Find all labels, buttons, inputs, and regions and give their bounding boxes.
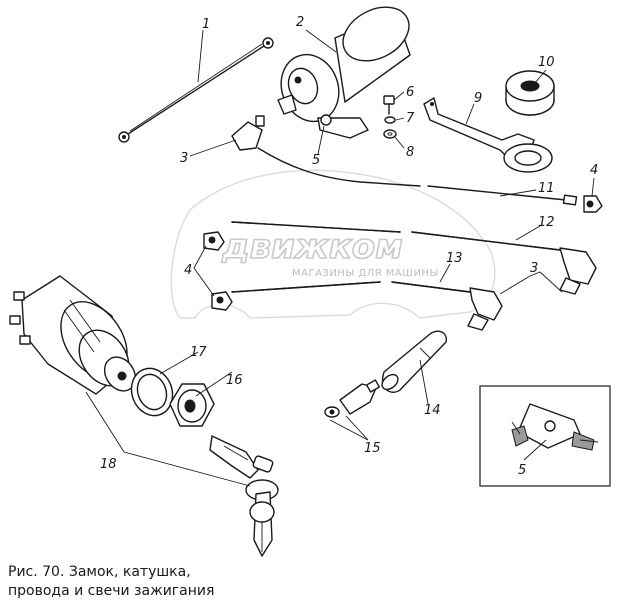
part-7-lock-washer [384, 116, 396, 124]
part-8-washer [383, 129, 397, 139]
callout-10: 10 [538, 55, 555, 70]
callout-7: 7 [406, 111, 415, 126]
ignition-keys [209, 435, 279, 557]
callout-11: 11 [538, 181, 555, 196]
callout-3-lower: 3 [530, 261, 538, 276]
part-17-ring [130, 367, 174, 417]
part-18-ignition-switch [9, 275, 137, 395]
figure-caption: Рис. 70. Замок, катушка, провода и свечи… [8, 563, 308, 601]
callout-2: 2 [296, 15, 304, 30]
callout-1: 1 [202, 17, 210, 32]
part-4-terminal-left-upper [203, 231, 225, 251]
part-13-spark-plug-wire [231, 281, 503, 331]
part-12-spark-plug-wire [231, 221, 597, 295]
watermark-brand: движком [221, 227, 403, 267]
callout-17: 17 [190, 345, 207, 360]
part-6-bolt [383, 95, 395, 115]
leader-lines [85, 29, 595, 487]
part-5-terminal-plate-detail [511, 403, 599, 451]
caption-line-1: Рис. 70. Замок, катушка, [8, 564, 191, 580]
caption-line-2: провода и свечи зажигания [8, 583, 215, 599]
callout-18: 18 [100, 457, 117, 472]
part-4-terminal-left-lower [211, 291, 233, 311]
watermark-tagline: МАГАЗИНЫ ДЛЯ МАШИНЫ [292, 268, 439, 279]
part-1-ground-wire [118, 37, 274, 143]
callout-4-left: 4 [184, 263, 192, 278]
callout-15: 15 [364, 441, 381, 456]
callout-16: 16 [226, 373, 243, 388]
part-2-ignition-coil [277, 6, 411, 139]
callout-9: 9 [474, 91, 482, 106]
callout-14: 14 [424, 403, 441, 418]
callout-5-inset: 5 [518, 463, 526, 478]
callout-6: 6 [406, 85, 414, 100]
part-10-grommet [505, 70, 555, 116]
part-4-terminal-top [583, 195, 603, 213]
callout-labels: 1 2 3 5 6 7 8 10 9 11 4 12 13 3 4 14 15 … [100, 15, 598, 478]
part-14-rubber-boot [381, 330, 447, 393]
callout-12: 12 [538, 215, 555, 230]
callout-8: 8 [406, 145, 414, 160]
part-11-coil-wire [231, 115, 578, 206]
watermark: движком МАГАЗИНЫ ДЛЯ МАШИНЫ [170, 169, 496, 319]
callout-4-right: 4 [590, 163, 598, 178]
callout-5-upper: 5 [312, 153, 320, 168]
inset-panel [479, 385, 611, 487]
part-15-plug-connector [324, 379, 381, 418]
part-16-nut [169, 383, 215, 427]
callout-3-upper: 3 [180, 151, 188, 166]
part-9-bracket [423, 97, 553, 173]
callout-13: 13 [446, 251, 463, 266]
